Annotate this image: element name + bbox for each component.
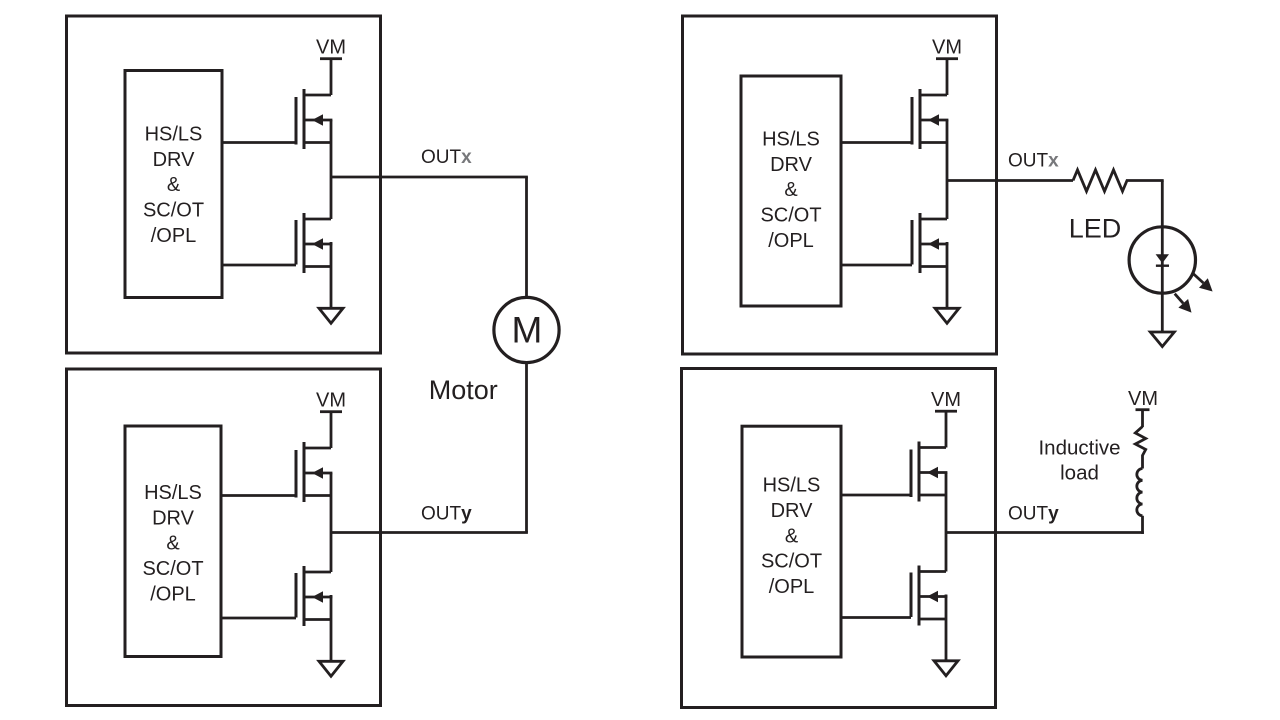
svg-text:VM: VM (316, 390, 346, 412)
svg-text:&: & (785, 525, 799, 547)
svg-text:OUTx: OUTx (1008, 151, 1059, 172)
svg-text:&: & (784, 179, 798, 201)
svg-text:HS/LS: HS/LS (144, 482, 202, 504)
svg-text:VM: VM (1128, 388, 1158, 410)
svg-text:DRV: DRV (770, 154, 813, 176)
svg-text:HS/LS: HS/LS (763, 475, 821, 497)
svg-text:&: & (166, 533, 180, 555)
svg-text:LED: LED (1069, 213, 1122, 243)
svg-text:SC/OT: SC/OT (760, 205, 821, 227)
svg-text:OUTx: OUTx (421, 147, 472, 168)
svg-text:OUTy: OUTy (421, 503, 472, 524)
svg-text:/OPL: /OPL (150, 583, 196, 605)
svg-text:/OPL: /OPL (769, 576, 815, 598)
svg-text:DRV: DRV (771, 500, 814, 522)
svg-text:/OPL: /OPL (768, 230, 814, 252)
svg-text:Inductive: Inductive (1038, 436, 1120, 459)
svg-text:VM: VM (316, 37, 346, 59)
svg-text:HS/LS: HS/LS (762, 129, 820, 151)
svg-text:/OPL: /OPL (151, 225, 197, 247)
svg-text:load: load (1060, 461, 1099, 484)
svg-text:VM: VM (931, 389, 961, 411)
svg-text:SC/OT: SC/OT (143, 200, 204, 222)
svg-text:OUTy: OUTy (1008, 503, 1059, 524)
svg-text:SC/OT: SC/OT (761, 551, 822, 573)
svg-text:DRV: DRV (152, 507, 195, 529)
svg-text:VM: VM (932, 37, 962, 59)
svg-text:Motor: Motor (429, 375, 498, 405)
svg-text:HS/LS: HS/LS (145, 124, 203, 146)
svg-text:DRV: DRV (153, 149, 196, 171)
svg-text:&: & (167, 174, 181, 196)
svg-text:SC/OT: SC/OT (142, 558, 203, 580)
svg-text:M: M (511, 310, 542, 351)
